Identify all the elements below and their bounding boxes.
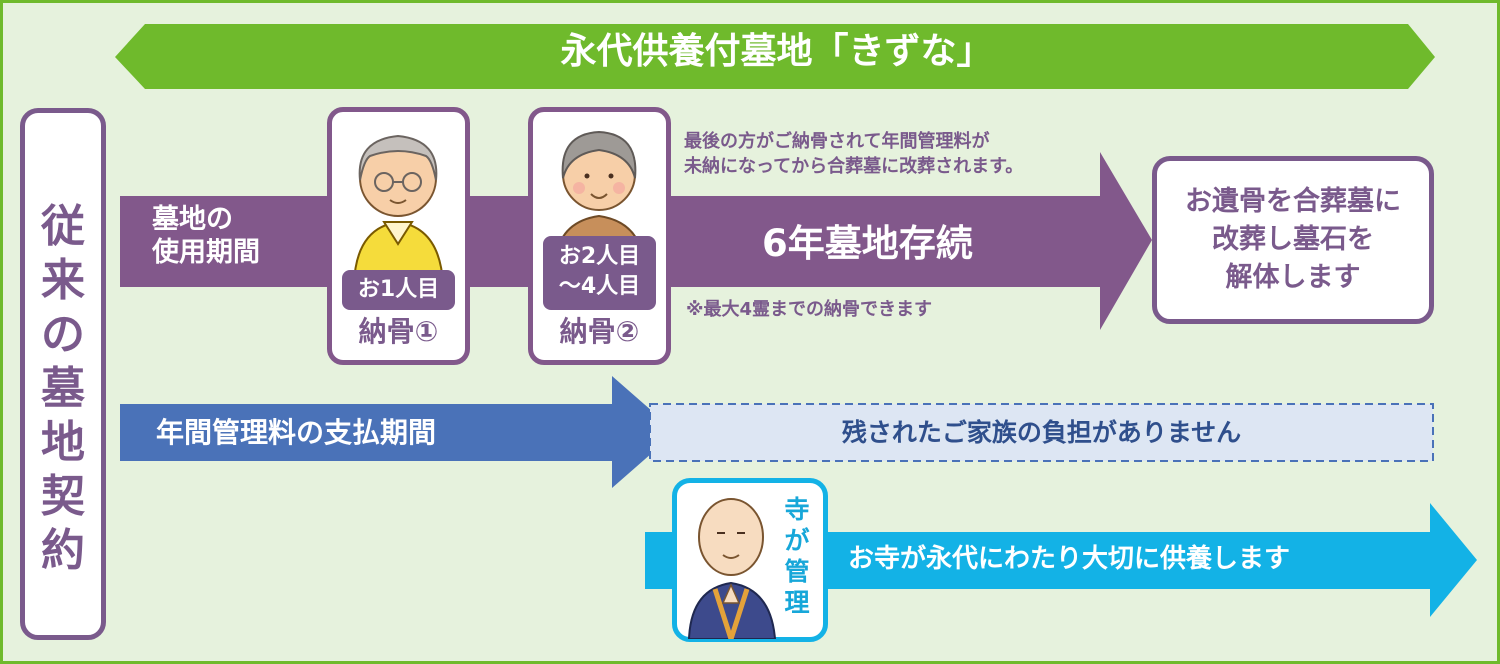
- end-box-line-2: 改葬し墓石を: [1157, 221, 1429, 259]
- end-box-line-3: 解体します: [1157, 259, 1429, 297]
- continuation-label: 6年墓地存続: [762, 223, 973, 266]
- person2-badge-line-1: お2人目: [543, 242, 656, 272]
- temple-text: お寺が永代にわたり大切に供養します: [848, 545, 1290, 575]
- usage-period-label: 墓地の 使用期間: [152, 203, 260, 269]
- temple-label-char-1: 寺: [780, 494, 814, 525]
- bottom-note: ※最大4霊までの納骨できます: [686, 300, 932, 321]
- top-note-line-1: 最後の方がご納骨されて年間管理料が: [684, 129, 1023, 154]
- person2-badge-line-2: ～4人目: [543, 272, 656, 302]
- fee-period-label: 年間管理料の支払期間: [156, 417, 436, 449]
- no-burden-label: 残されたご家族の負担がありません: [650, 419, 1433, 448]
- end-box-line-1: お遺骨を合葬墓に: [1157, 183, 1429, 221]
- top-note: 最後の方がご納骨されて年間管理料が 未納になってから合葬墓に改葬されます。: [684, 129, 1023, 179]
- person1-badge: お1人目: [342, 270, 455, 310]
- temple-managed-label: 寺 が 管 理: [780, 494, 814, 618]
- monk-illustration: [679, 485, 789, 639]
- usage-period-line-2: 使用期間: [152, 236, 260, 269]
- elderly-man-illustration: [332, 116, 465, 296]
- temple-label-char-4: 理: [780, 587, 814, 618]
- end-box: お遺骨を合葬墓に 改葬し墓石を 解体します: [1152, 156, 1434, 324]
- person2-badge: お2人目 ～4人目: [543, 236, 656, 310]
- person2-caption: 納骨②: [528, 316, 671, 348]
- contract-label: 従来の墓地契約: [20, 200, 106, 578]
- temple-label-char-2: が: [780, 525, 814, 556]
- person1-caption: 納骨①: [327, 316, 470, 348]
- top-note-line-2: 未納になってから合葬墓に改葬されます。: [684, 154, 1023, 179]
- usage-period-line-1: 墓地の: [152, 203, 260, 236]
- page-title: 永代供養付墓地「きずな」: [145, 31, 1408, 72]
- temple-label-char-3: 管: [780, 556, 814, 587]
